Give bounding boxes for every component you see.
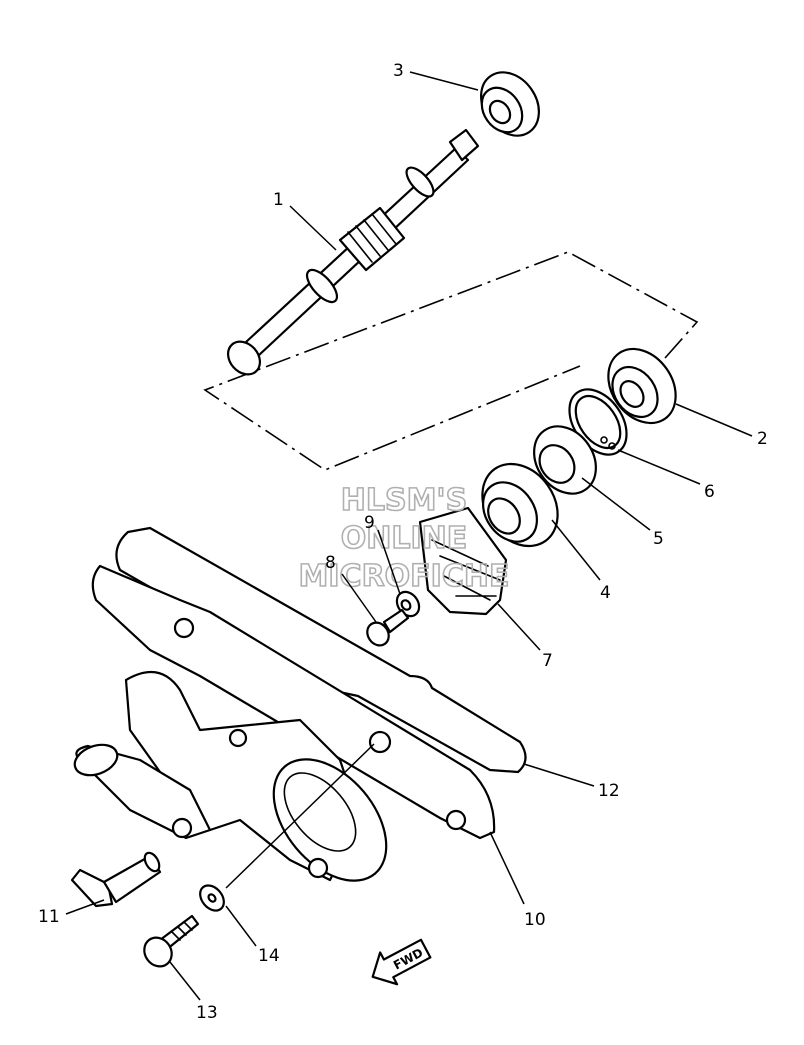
callout-10: 10 [524,910,546,930]
leader-line-8 [341,573,377,623]
cover-bolt-hole [445,809,467,831]
bearing-top [480,71,540,137]
drain-washer [199,884,225,912]
assembly-guide-line [203,251,699,471]
leader-line-3 [409,71,479,91]
callout-3: 3 [393,61,404,81]
leader-line-2 [675,403,753,437]
callout-9: 9 [364,513,375,533]
callout-12: 12 [598,781,620,801]
drain-bolt [143,914,200,968]
impeller-bolt [366,608,410,647]
leader-line-4 [551,519,601,581]
pump-cover-plate [91,564,496,840]
mechanical-seal [481,462,559,548]
leader-line-7 [497,603,541,651]
callout-6: 6 [704,482,715,502]
impeller [418,506,508,616]
callout-14: 14 [258,946,280,966]
leader-line-13 [169,961,201,1001]
leader-line-14 [225,905,257,947]
impeller-shaft [226,128,480,376]
pipe-fitting [70,851,162,908]
cover-bolt-hole [368,730,392,754]
callout-2: 2 [757,429,768,449]
watermark-line-1: HLSM'S [341,483,467,518]
forward-direction-badge: FWD [371,938,432,986]
leader-line-12 [523,763,595,787]
callout-5: 5 [653,529,664,549]
callout-13: 13 [196,1003,218,1023]
watermark-line-3: MICROFICHE [299,559,510,594]
pump-housing [73,670,388,882]
leader-line-14-extension [225,743,375,889]
leader-line-1 [289,205,337,251]
callout-11: 11 [38,907,60,927]
watermark-line-2: ONLINE [341,521,468,556]
leader-line-6 [617,449,701,485]
cover-bolt-hole [173,617,195,639]
callout-8: 8 [325,553,336,573]
oil-seal [533,425,597,495]
watermark: HLSM'S ONLINE MICROFICHE [298,482,511,595]
leader-line-9 [377,529,401,595]
leader-line-10 [489,831,525,905]
callout-1: 1 [273,190,284,210]
bearing [607,347,677,425]
leader-line-5 [581,477,651,531]
leader-line-11 [65,899,105,915]
callout-4: 4 [600,583,611,603]
callout-7: 7 [542,651,553,671]
